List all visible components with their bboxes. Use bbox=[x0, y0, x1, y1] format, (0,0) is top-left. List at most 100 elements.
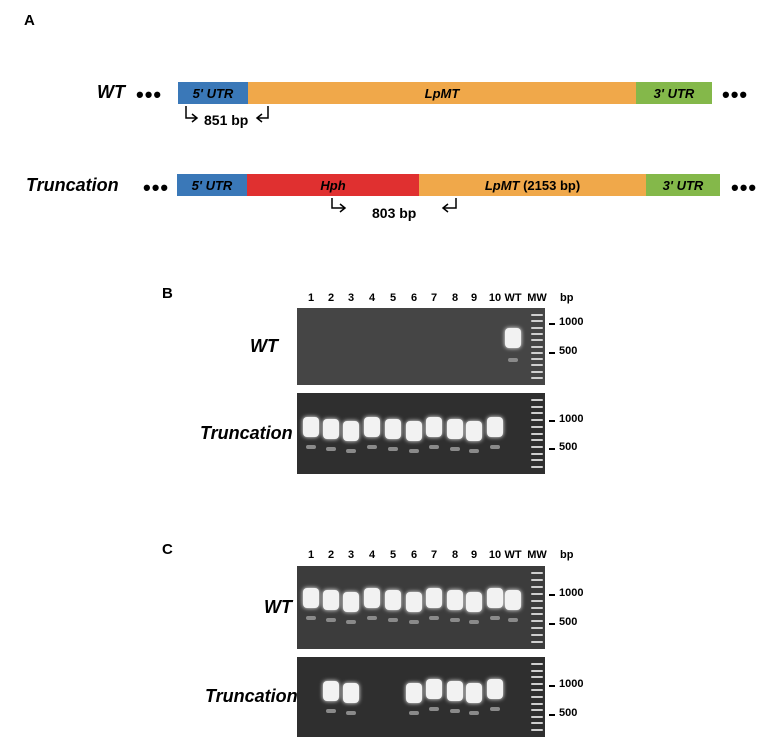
faint-band bbox=[429, 616, 439, 620]
bp-header: bp bbox=[560, 292, 574, 304]
lane-label: 10 bbox=[488, 549, 502, 561]
ladder-band bbox=[531, 419, 543, 422]
dna-band bbox=[426, 588, 442, 608]
wt-3utr-label: 3' UTR bbox=[653, 85, 695, 101]
faint-band bbox=[367, 616, 377, 620]
lane-label: 1 bbox=[307, 292, 315, 304]
ladder-band bbox=[531, 599, 543, 602]
ladder-band bbox=[531, 314, 543, 316]
ladder-band bbox=[531, 641, 543, 643]
gel-row-label: WT bbox=[264, 596, 292, 617]
faint-band bbox=[306, 445, 316, 449]
wt-3utr-segment: 3' UTR bbox=[636, 82, 712, 104]
faint-band bbox=[469, 711, 479, 715]
ladder-band bbox=[531, 399, 543, 401]
ladder-band bbox=[531, 345, 543, 348]
dna-band bbox=[447, 590, 463, 610]
gel-image bbox=[297, 657, 545, 737]
faint-band bbox=[450, 618, 460, 622]
marker-label: 500 bbox=[559, 616, 578, 628]
lane-label: WT bbox=[504, 292, 522, 304]
lane-label: 4 bbox=[368, 292, 376, 304]
faint-band bbox=[388, 618, 398, 622]
dna-band bbox=[406, 592, 422, 612]
dna-band bbox=[343, 592, 359, 612]
marker-tick bbox=[549, 448, 555, 450]
ladder-band bbox=[531, 722, 543, 725]
dna-band bbox=[343, 683, 359, 703]
ladder-band bbox=[531, 620, 543, 623]
marker-tick bbox=[549, 623, 555, 625]
trunc-amplicon-size: 803 bp bbox=[372, 205, 417, 221]
ladder-band bbox=[531, 432, 543, 435]
lane-label: 4 bbox=[368, 549, 376, 561]
wt-5utr-label: 5' UTR bbox=[192, 85, 234, 101]
lane-label: 7 bbox=[430, 292, 438, 304]
ladder-band bbox=[531, 326, 543, 329]
lane-label: 8 bbox=[451, 292, 459, 304]
faint-band bbox=[490, 616, 500, 620]
panel-c-letter: C bbox=[162, 541, 173, 558]
lane-label: 5 bbox=[389, 292, 397, 304]
lane-label: 6 bbox=[410, 549, 418, 561]
faint-band bbox=[367, 445, 377, 449]
ladder-band bbox=[531, 592, 543, 595]
faint-band bbox=[388, 447, 398, 451]
ladder-band bbox=[531, 663, 543, 665]
lane-label: 1 bbox=[307, 549, 315, 561]
ladder-band bbox=[531, 669, 543, 672]
marker-tick bbox=[549, 352, 555, 354]
panel-a-letter: A bbox=[24, 12, 35, 29]
faint-band bbox=[508, 358, 518, 362]
marker-label: 500 bbox=[559, 345, 578, 357]
dna-band bbox=[303, 417, 319, 437]
trunc-3utr-label: 3' UTR bbox=[662, 177, 704, 193]
ladder-band bbox=[531, 425, 543, 428]
dna-band bbox=[406, 683, 422, 703]
ladder-band bbox=[531, 696, 543, 698]
ladder-band bbox=[531, 412, 543, 415]
ladder-band bbox=[531, 332, 543, 335]
marker-label: 1000 bbox=[559, 413, 584, 425]
ladder-band bbox=[531, 377, 543, 379]
dna-band bbox=[487, 679, 503, 699]
wt-lpmt-label: LpMT bbox=[424, 85, 460, 101]
ladder-band bbox=[531, 613, 543, 616]
gel-image bbox=[297, 393, 545, 474]
gel-row-label: WT bbox=[250, 335, 278, 356]
dna-band bbox=[487, 588, 503, 608]
ladder-band bbox=[531, 466, 543, 468]
marker-label: 1000 bbox=[559, 678, 584, 690]
trunc-5utr-label: 5' UTR bbox=[191, 177, 233, 193]
trunc-primer-arrows bbox=[331, 198, 457, 213]
dna-band bbox=[487, 417, 503, 437]
faint-band bbox=[409, 711, 419, 715]
faint-band bbox=[326, 709, 336, 713]
faint-band bbox=[490, 445, 500, 449]
trunc-lpmt-size: (2153 bp) bbox=[523, 177, 581, 193]
trunc-lpmt-label: LpMT bbox=[484, 177, 520, 193]
marker-tick bbox=[549, 685, 555, 687]
ladder-band bbox=[531, 370, 543, 373]
ladder-band bbox=[531, 729, 543, 731]
wt-amplicon-size: 851 bp bbox=[204, 112, 249, 128]
marker-tick bbox=[549, 323, 555, 325]
dna-band bbox=[323, 681, 339, 701]
dna-band bbox=[466, 421, 482, 441]
faint-band bbox=[326, 618, 336, 622]
dna-band bbox=[364, 588, 380, 608]
marker-label: 1000 bbox=[559, 316, 584, 328]
marker-label: 500 bbox=[559, 441, 578, 453]
faint-band bbox=[429, 445, 439, 449]
faint-band bbox=[469, 449, 479, 453]
wt-5utr-segment: 5' UTR bbox=[178, 82, 248, 104]
right-dots: ••• bbox=[722, 82, 749, 107]
marker-tick bbox=[549, 420, 555, 422]
ladder-band bbox=[531, 459, 543, 462]
faint-band bbox=[409, 620, 419, 624]
faint-band bbox=[346, 620, 356, 624]
dna-band bbox=[505, 328, 521, 348]
dna-band bbox=[447, 419, 463, 439]
ladder-band bbox=[531, 358, 543, 361]
dna-band bbox=[343, 421, 359, 441]
